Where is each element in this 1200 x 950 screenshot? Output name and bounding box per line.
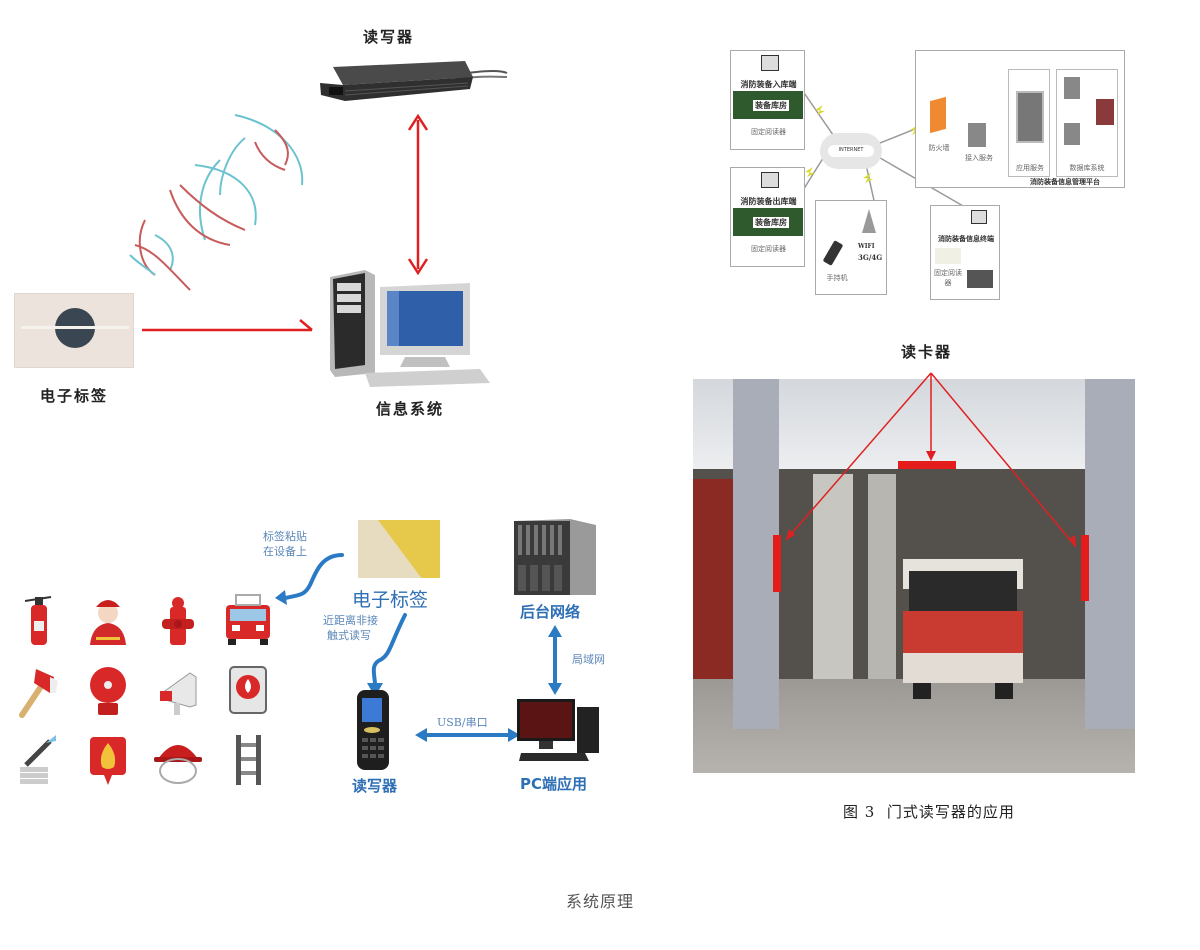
terminal-in-title: 消防装备入库端 [740,79,797,89]
left-reader-mark [773,535,781,592]
alarm-bell-icon [80,660,136,720]
usb-label: USB/串口 [437,716,488,729]
handheld-reader-label: 读写器 [352,777,398,795]
lan-label: 局域网 [572,653,605,666]
pc-icon [971,210,987,224]
rfid-tag-image [14,293,134,368]
pc-icon [761,55,779,71]
rfid-reader-device-icon [320,61,508,101]
terminal-in-reader: 固定阅读器 [751,128,786,136]
backend-label: 后台网络 [520,603,581,621]
storage-room-image: 装备库房 [733,91,803,119]
figure-caption: 图 3 门式读写器的应用 [843,803,1015,821]
bidirectional-arrow-icon [407,113,429,276]
backend-server-icon [514,519,596,595]
platform-box: 防火墙 接入服务 应用服务 数据库系统 消防装备信息管理平台 [915,50,1125,188]
firefighter-icon [80,590,136,650]
radio-waves-graphic [129,114,304,291]
equipment-flow-panel: 标签粘贴 在设备上 [0,505,620,815]
fire-axe-icon [10,660,66,720]
top-reader-mark [898,461,956,469]
equipment-icon-grid [10,590,290,790]
right-reader-mark [1081,535,1089,601]
db-server-icon [1064,77,1080,99]
attach-note: 标签粘贴 在设备上 [263,530,307,558]
db-server-icon [1064,123,1080,145]
page-caption: 系统原理 [565,892,634,911]
flow-arrows [275,553,562,742]
app-server-icon [1016,91,1044,143]
fire-helmet-icon [150,730,206,790]
fire-hydrant-icon [150,590,206,650]
mobile-box: WIFI 3G/4G 手持机 [815,200,887,295]
computer-icon [330,270,490,387]
fire-station-photo [693,379,1135,773]
sticker-tag-label: 电子标签 [352,589,429,611]
storage-room-image: 装备库房 [733,208,803,236]
megaphone-icon [150,660,206,720]
fire-truck-icon [220,590,276,650]
rfid-principle-panel: 读写器 [0,0,560,430]
system-label: 信息系统 [376,400,445,418]
fire-extinguisher-icon [10,590,66,650]
tag-label: 电子标签 [40,387,109,405]
pc-application-icon [517,699,599,761]
terminal-out-reader: 固定阅读器 [751,245,786,253]
read-note: 近距离非接 触式读写 [323,614,378,642]
network-diagram-panel: 消防装备入库端 装备库房 固定阅读器 消防装备出库端 装备库房 固定阅读器 IN… [725,45,1130,300]
storage-array-icon [1096,99,1114,125]
handheld-reader-icon [357,690,389,770]
fire-hose-icon [10,730,66,790]
handheld-icon [822,240,844,266]
card-reader-label: 读卡器 [901,343,953,361]
tag-to-system-arrow-icon [142,319,313,332]
pc-application-label: PC端应用 [520,775,588,793]
terminal-in-box: 消防装备入库端 装备库房 固定阅读器 [730,50,805,150]
gate-reader-panel: 读卡器 图 3 [693,335,1138,830]
sticker-tag-image [358,520,440,578]
signal-tower-icon [862,209,876,233]
pc-icon [761,172,779,188]
alarm-button-icon [220,660,276,720]
terminal-out-box: 消防装备出库端 装备库房 固定阅读器 [730,167,805,267]
reader-label: 读写器 [363,28,415,46]
internet-cloud-icon: INTERNET [820,133,882,169]
info-terminal-box: 消防装备信息终端 固定阅读器 [930,205,1000,300]
ladder-icon [220,730,276,790]
access-server-icon [968,123,986,147]
fire-truck-image [903,559,1023,699]
firewall-icon [930,96,946,134]
fire-sign-icon [80,730,136,790]
reader-position-annotations [773,372,1089,601]
platform-title: 消防装备信息管理平台 [1030,177,1100,186]
terminal-out-title: 消防装备出库端 [740,196,797,206]
